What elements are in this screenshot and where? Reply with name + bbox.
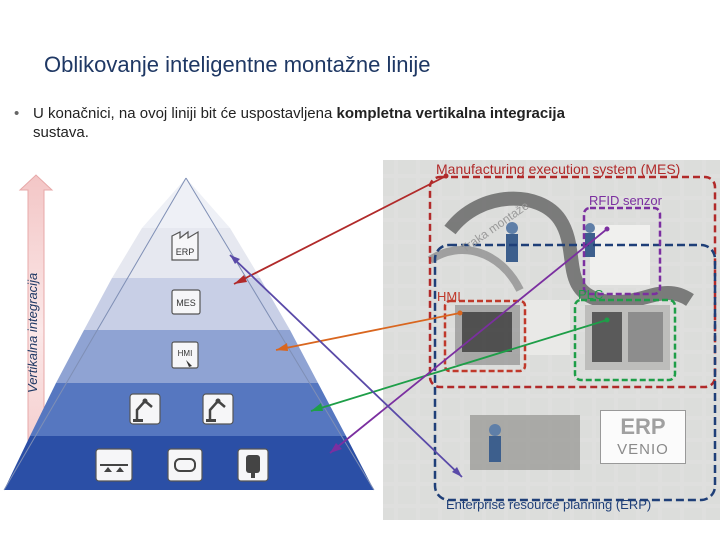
automation-pyramid (4, 178, 374, 490)
mes-document-icon: MES (172, 290, 200, 314)
erp-logo-subtitle: VENIO (601, 441, 685, 458)
motor-icon (238, 449, 268, 481)
robot-arm-icon (130, 394, 160, 424)
hmi-label: HMI (437, 289, 461, 304)
robot-arm-icon-2 (203, 394, 233, 424)
erp-icon-label: ERP (176, 247, 195, 257)
hmi-panel-icon: HMI (172, 342, 198, 368)
mes-icon-label: MES (176, 298, 196, 308)
vertical-integration-label: Vertikalna integracija (25, 273, 40, 393)
sensor-actuator-icon (168, 449, 202, 481)
erp-logo-title: ERP (601, 414, 685, 440)
erp-venio-logo: ERP VENIO (600, 410, 686, 464)
mes-label: Manufacturing execution system (MES) (436, 161, 680, 177)
erp-label: Enterprise resource planning (ERP) (446, 497, 651, 512)
plc-label: PLC (578, 287, 603, 302)
erp-document-icon: ERP (172, 232, 198, 260)
hmi-icon-label: HMI (178, 349, 193, 358)
assembly-line-photo (383, 160, 720, 520)
rfid-sensor-label: RFID senzor (589, 193, 662, 208)
pyramid-apex (142, 178, 230, 228)
conveyor-icon (96, 449, 132, 481)
pyramid-level-robot (30, 383, 346, 436)
